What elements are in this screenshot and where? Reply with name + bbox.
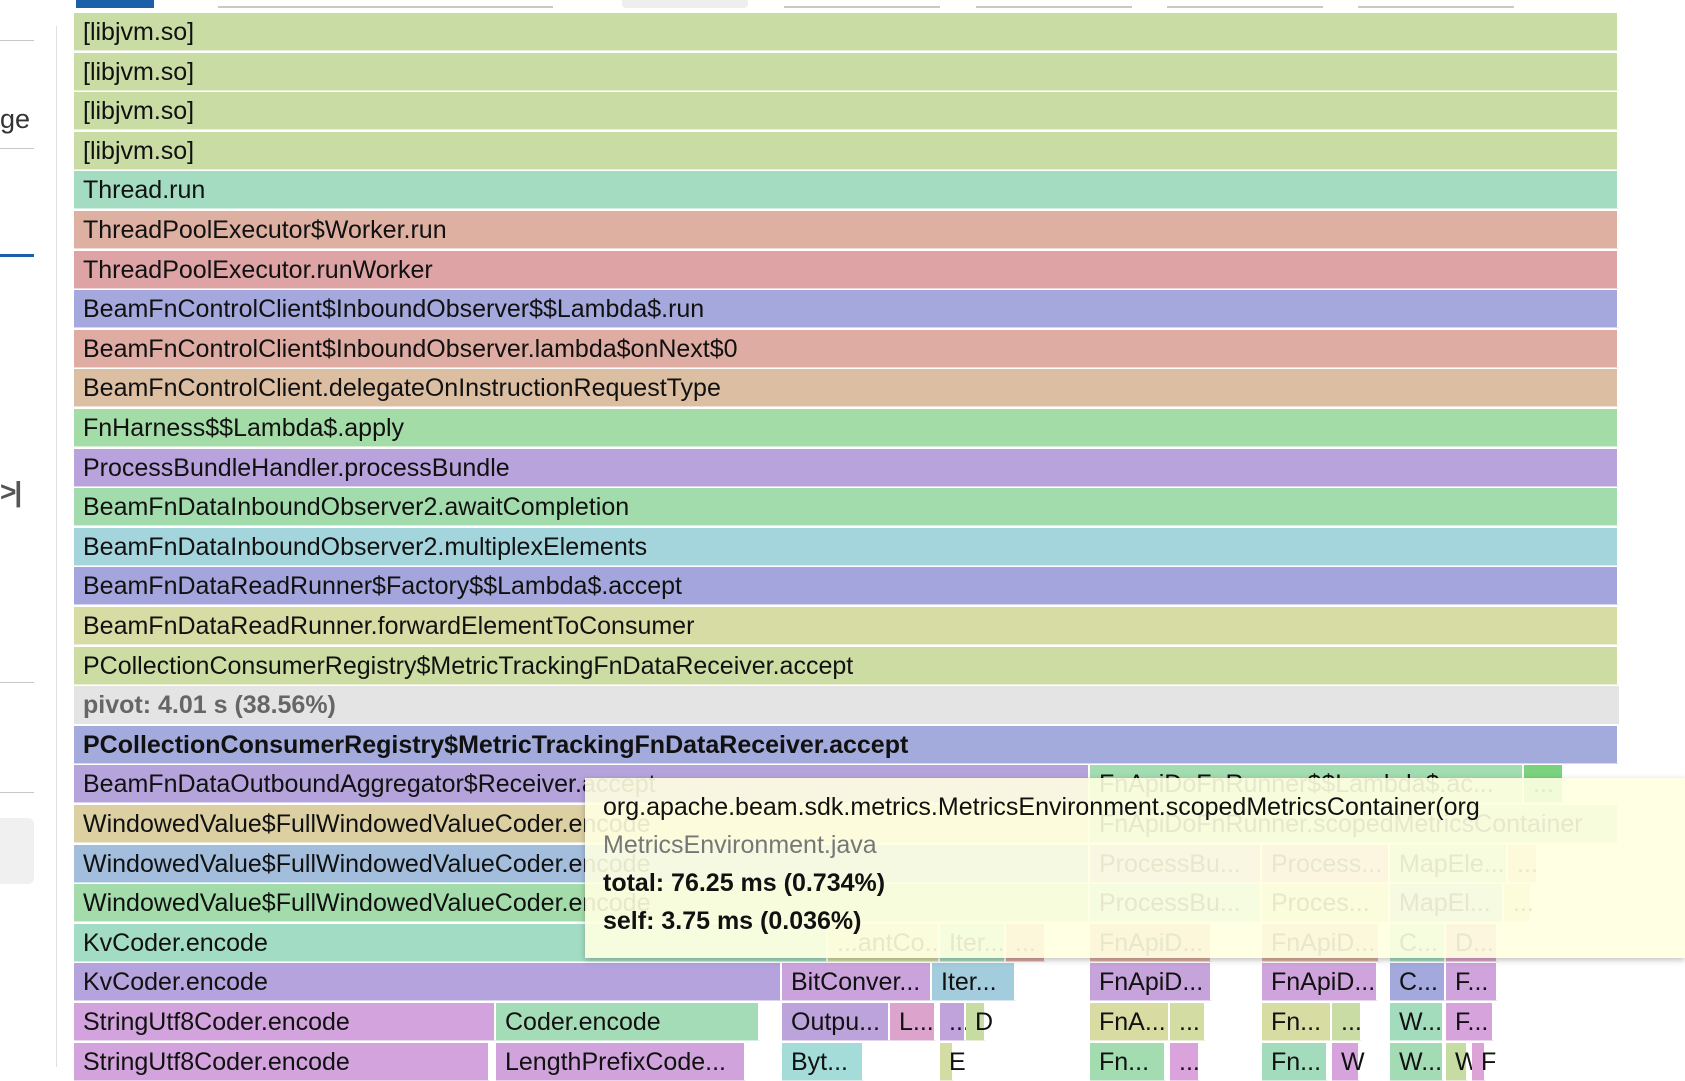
flame-frame[interactable]: Fn... [1090, 1042, 1166, 1081]
toolbar-field[interactable] [1358, 6, 1514, 8]
tooltip-self-time: self: 3.75 ms (0.036%) [603, 907, 862, 935]
flame-frame[interactable]: PCollectionConsumerRegistry$MetricTracki… [74, 646, 1619, 685]
flame-frame[interactable]: W... [1390, 1003, 1444, 1041]
flame-frame[interactable]: PCollectionConsumerRegistry$MetricTracki… [74, 725, 1619, 764]
flame-frame[interactable]: FnApiD... [1262, 963, 1378, 1002]
flame-frame[interactable]: KvCoder.encode [74, 963, 782, 1002]
flame-frame[interactable]: BeamFnDataReadRunner$Factory$$Lambda$.ac… [74, 567, 1619, 606]
toolbar-input[interactable] [218, 6, 553, 8]
flame-frame[interactable]: Outpu... [782, 1003, 890, 1041]
flame-frame[interactable]: FnApiD... [1090, 963, 1212, 1002]
flame-frame[interactable]: LengthPrefixCode... [496, 1042, 746, 1081]
flame-frame[interactable]: E [940, 1042, 966, 1081]
flame-frame[interactable]: Coder.encode [496, 1003, 760, 1041]
flame-frame[interactable]: BeamFnControlClient$InboundObserver.lamb… [74, 329, 1619, 368]
flame-frame[interactable]: BeamFnDataInboundObserver2.multiplexElem… [74, 527, 1619, 566]
panel-divider [0, 682, 34, 683]
toolbar-field[interactable] [1167, 6, 1323, 8]
flame-frame[interactable]: ThreadPoolExecutor$Worker.run [74, 211, 1619, 249]
flame-frame[interactable]: Byt... [782, 1042, 864, 1081]
flame-frame[interactable]: F... [1446, 963, 1498, 1002]
flame-frame[interactable]: Fn... [1262, 1042, 1328, 1081]
active-tab-indicator [0, 254, 34, 257]
flame-frame[interactable]: BeamFnDataReadRunner.forwardElementToCon… [74, 607, 1619, 645]
flame-frame[interactable]: [libjvm.so] [74, 92, 1619, 131]
flame-frame[interactable]: C... [1390, 963, 1446, 1002]
panel-button[interactable] [0, 818, 34, 884]
flame-frame[interactable]: BeamFnDataInboundObserver2.awaitCompleti… [74, 488, 1619, 527]
flame-frame[interactable]: BeamFnControlClient$InboundObserver$$Lam… [74, 290, 1619, 329]
flame-frame[interactable]: W [1332, 1042, 1365, 1081]
flame-frame[interactable]: ... [940, 1003, 970, 1041]
flame-frame[interactable]: BitConver... [782, 963, 932, 1002]
panel-partial-label: ge [0, 104, 31, 134]
panel-divider [0, 40, 34, 41]
flame-frame[interactable]: StringUtf8Coder.encode [74, 1003, 496, 1041]
tooltip-total-time: total: 76.25 ms (0.734%) [603, 869, 886, 897]
toolbar-active-tab[interactable] [76, 0, 154, 8]
left-panel: ge >| [0, 0, 57, 1067]
collapse-sidebar-icon[interactable]: >| [0, 476, 22, 507]
flame-frame[interactable]: [libjvm.so] [74, 131, 1619, 170]
flame-frame[interactable]: ThreadPoolExecutor.runWorker [74, 250, 1619, 289]
flame-frame[interactable]: FnHarness$$Lambda$.apply [74, 409, 1619, 447]
flame-frame[interactable]: FnA... [1090, 1003, 1170, 1041]
panel-divider [0, 792, 34, 793]
flame-frame[interactable]: W... [1390, 1042, 1444, 1081]
flame-frame[interactable]: Iter... [932, 963, 1016, 1002]
tooltip-source-file: MetricsEnvironment.java [603, 831, 877, 859]
toolbar-field[interactable] [976, 6, 1132, 8]
tooltip-function-name: org.apache.beam.sdk.metrics.MetricsEnvir… [603, 793, 1480, 821]
flame-frame[interactable]: L... [890, 1003, 936, 1041]
flame-frame[interactable]: [libjvm.so] [74, 52, 1619, 91]
flame-frame[interactable]: Fn... [1262, 1003, 1332, 1041]
flame-frame[interactable]: ... [1332, 1003, 1362, 1041]
flame-frame[interactable]: D [966, 1003, 993, 1041]
flame-frame[interactable]: ProcessBundleHandler.processBundle [74, 448, 1619, 487]
toolbar-field[interactable] [784, 6, 940, 8]
toolbar-button[interactable] [622, 0, 748, 8]
flame-frame[interactable]: StringUtf8Coder.encode [74, 1042, 490, 1081]
flame-frame[interactable]: F... [1446, 1003, 1494, 1041]
pivot-label: pivot: 4.01 s (38.56%) [74, 686, 1619, 725]
flame-frame[interactable]: ... [1170, 1042, 1200, 1081]
flame-frame[interactable]: ... [1170, 1003, 1206, 1041]
flame-frame[interactable]: Thread.run [74, 171, 1619, 210]
input-underline [0, 148, 34, 149]
flame-frame[interactable]: W [1446, 1042, 1479, 1081]
flame-frame[interactable]: BeamFnControlClient.delegateOnInstructio… [74, 369, 1619, 408]
flame-frame[interactable]: [libjvm.so] [74, 13, 1619, 51]
frame-tooltip: org.apache.beam.sdk.metrics.MetricsEnvir… [585, 778, 1685, 958]
flame-frame[interactable]: F [1472, 1042, 1496, 1081]
